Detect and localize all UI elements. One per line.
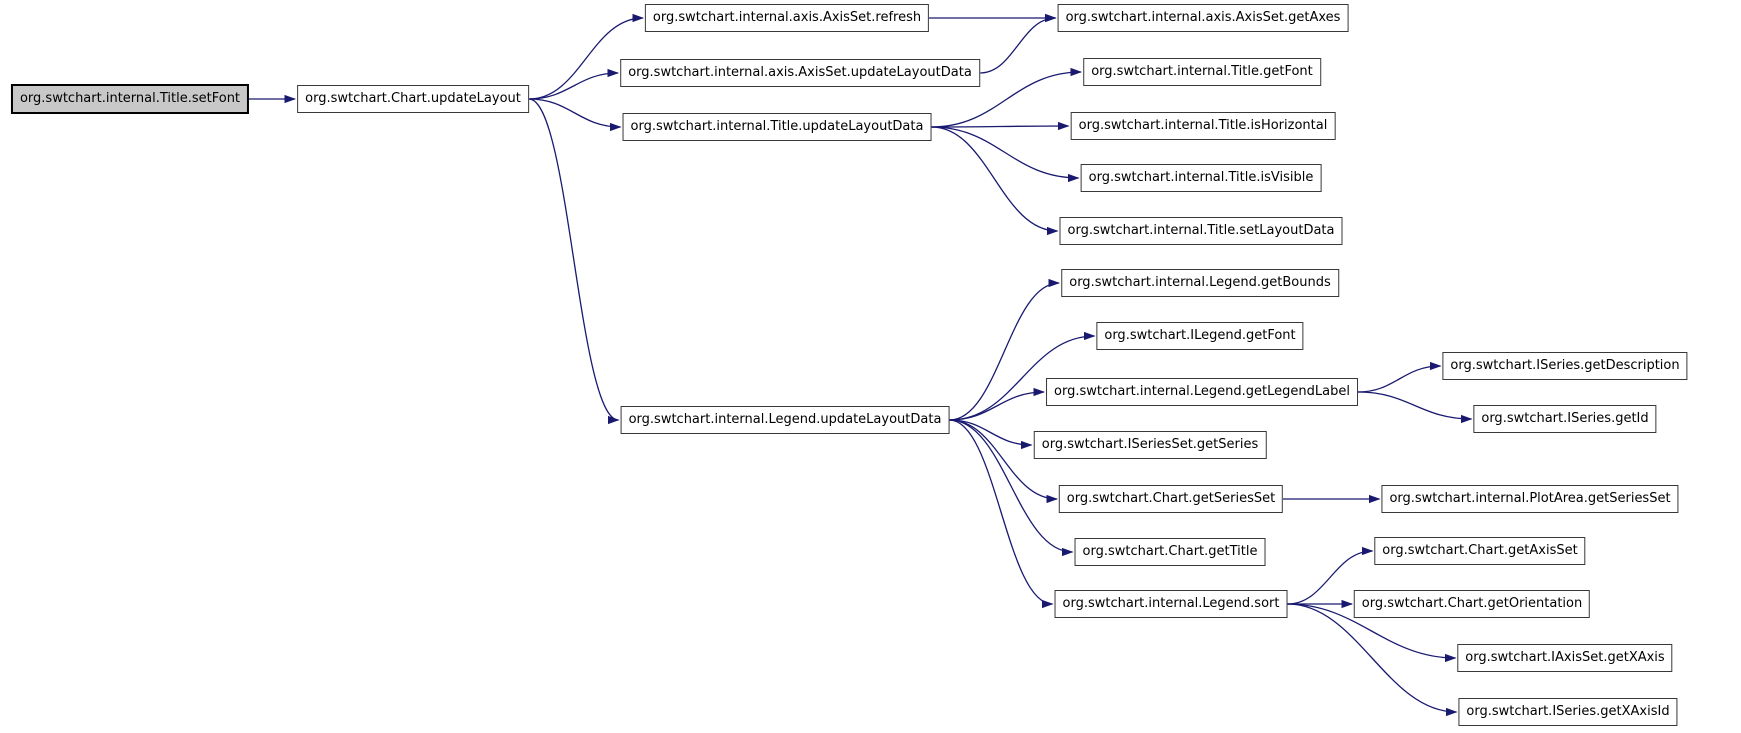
call-edge (528, 98, 622, 132)
call-edge (931, 126, 1059, 236)
graph-node-plotarea_getSeriesSet[interactable]: org.swtchart.internal.PlotArea.getSeries… (1381, 485, 1679, 513)
graph-node-iseries_getXAxisId[interactable]: org.swtchart.ISeries.getXAxisId (1458, 698, 1678, 726)
graph-node-iseries_getId[interactable]: org.swtchart.ISeries.getId (1473, 405, 1657, 433)
call-edge (931, 121, 1070, 131)
graph-node-title_isVisible[interactable]: org.swtchart.internal.Title.isVisible (1080, 164, 1322, 192)
graph-node-legend_getBounds[interactable]: org.swtchart.internal.Legend.getBounds (1061, 269, 1339, 297)
graph-node-legend_sort[interactable]: org.swtchart.internal.Legend.sort (1054, 590, 1288, 618)
graph-node-iaxisset_getXAxis[interactable]: org.swtchart.IAxisSet.getXAxis (1457, 644, 1673, 672)
graph-node-chart_getTitle[interactable]: org.swtchart.Chart.getTitle (1074, 538, 1266, 566)
call-edge (931, 126, 1080, 183)
graph-node-title_getFont[interactable]: org.swtchart.internal.Title.getFont (1083, 58, 1321, 86)
graph-node-legend_updateLayoutData[interactable]: org.swtchart.internal.Legend.updateLayou… (620, 406, 950, 434)
call-edge (1287, 603, 1458, 717)
graph-node-axisset_refresh[interactable]: org.swtchart.internal.axis.AxisSet.refre… (644, 4, 930, 32)
call-edge (979, 13, 1057, 74)
graph-node-chart_getAxisSet[interactable]: org.swtchart.Chart.getAxisSet (1374, 537, 1586, 565)
graph-node-title_setLayoutData[interactable]: org.swtchart.internal.Title.setLayoutDat… (1059, 217, 1343, 245)
graph-node-chart_updateLayout[interactable]: org.swtchart.Chart.updateLayout (297, 85, 529, 113)
graph-node-iseriesset_getSeries[interactable]: org.swtchart.ISeriesSet.getSeries (1033, 431, 1267, 459)
call-edge (1357, 391, 1473, 424)
graph-node-title_setFont: org.swtchart.internal.Title.setFont (10, 84, 250, 114)
call-edge (949, 278, 1060, 421)
graph-node-axisset_updateLayoutData[interactable]: org.swtchart.internal.axis.AxisSet.updat… (620, 59, 980, 87)
graph-node-chart_getOrientation[interactable]: org.swtchart.Chart.getOrientation (1353, 590, 1591, 618)
call-edge (1357, 361, 1442, 393)
call-edge (949, 419, 1033, 450)
graph-node-axisset_getAxes[interactable]: org.swtchart.internal.axis.AxisSet.getAx… (1057, 4, 1349, 32)
graph-node-title_updateLayoutData[interactable]: org.swtchart.internal.Title.updateLayout… (622, 113, 932, 141)
graph-node-ilegend_getFont[interactable]: org.swtchart.ILegend.getFont (1096, 322, 1304, 350)
graph-node-legend_getLegendLabel[interactable]: org.swtchart.internal.Legend.getLegendLa… (1046, 378, 1358, 406)
call-edge (528, 68, 619, 100)
graph-node-title_isHorizontal[interactable]: org.swtchart.internal.Title.isHorizontal (1070, 112, 1336, 140)
graph-node-iseries_getDescription[interactable]: org.swtchart.ISeries.getDescription (1442, 352, 1688, 380)
graph-node-chart_getSeriesSet[interactable]: org.swtchart.Chart.getSeriesSet (1058, 485, 1284, 513)
call-edge (528, 98, 620, 425)
call-edge (949, 387, 1045, 421)
